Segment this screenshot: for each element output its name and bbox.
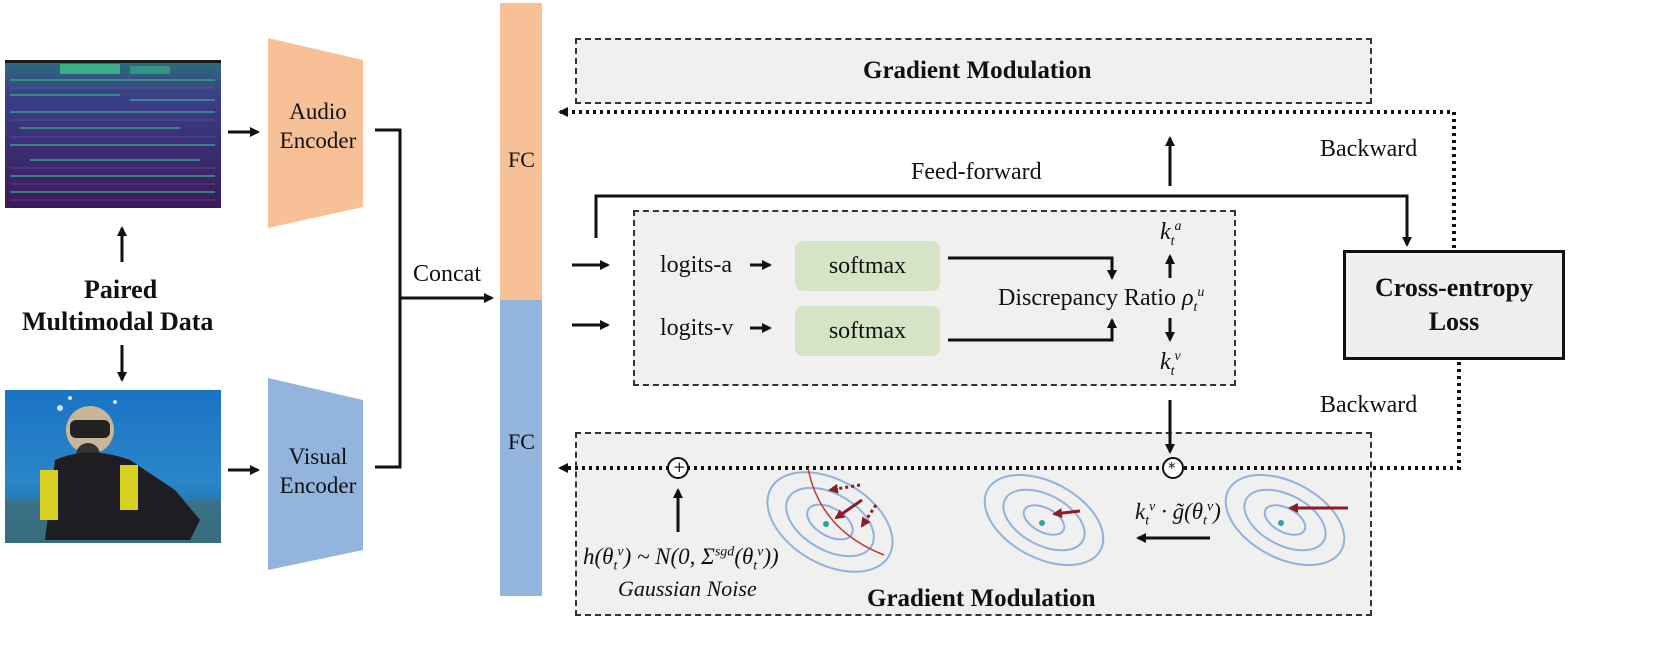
discrepancy-ratio-text: Discrepancy Ratio <box>998 285 1176 311</box>
softmax-visual-box: softmax <box>795 306 940 356</box>
rho-symbol: ρtu <box>1181 285 1205 315</box>
fc-visual-label: FC <box>508 429 535 454</box>
spectrogram-image <box>5 60 221 208</box>
discrepancy-ratio-label: Discrepancy Ratio ρtu <box>998 286 1204 315</box>
audio-encoder-shape <box>268 38 363 228</box>
visual-encoder-line2: Encoder <box>279 472 357 498</box>
contour-plot-original <box>1224 473 1346 567</box>
audio-encoder-line1: Audio <box>289 99 347 124</box>
plus-circle <box>667 457 689 479</box>
fc-visual-block <box>500 300 542 596</box>
multiply-symbol: * <box>1168 459 1176 477</box>
k-audio-symbol: kta <box>1160 219 1182 249</box>
paired-data-title-line2: Multimodal Data <box>22 307 214 336</box>
logits-a-label: logits-a <box>660 252 732 278</box>
noise-formula: h(θtv) ~ N(0, Σsgd(θtv)) <box>583 544 779 574</box>
loss-line1: Cross-entropy <box>1375 273 1533 303</box>
feed-forward-label: Feed-forward <box>911 159 1042 185</box>
concat-label: Concat <box>413 261 481 287</box>
fc-audio-label: FC <box>508 147 535 172</box>
multiply-circle <box>1162 457 1184 479</box>
fc-audio-block <box>500 3 542 300</box>
plus-symbol: + <box>673 458 686 476</box>
logits-v-label: logits-v <box>660 315 734 341</box>
modulated-gradient-formula: ktv · g̃(θtv) <box>1135 499 1221 529</box>
gradient-modulation-bottom-title: Gradient Modulation <box>867 585 1096 612</box>
audio-encoder-label: Audio Encoder <box>268 98 368 156</box>
discrepancy-panel <box>633 210 1236 386</box>
visual-encoder-shape <box>268 378 363 570</box>
gaussian-noise-label: Gaussian Noise <box>618 576 757 601</box>
audio-encoder-line2: Encoder <box>279 127 357 153</box>
k-visual-symbol: ktv <box>1160 349 1181 379</box>
visual-encoder-label: Visual Encoder <box>268 443 368 501</box>
contour-plot-scaled <box>983 473 1105 567</box>
visual-encoder-line1: Visual <box>288 444 348 469</box>
gradient-modulation-top-title: Gradient Modulation <box>863 57 1092 84</box>
cross-entropy-loss-box: Cross-entropy Loss <box>1343 250 1565 360</box>
backward-bottom-label: Backward <box>1320 392 1418 418</box>
gradient-modulation-top-panel <box>575 38 1372 104</box>
loss-line2: Loss <box>1428 307 1480 336</box>
gradient-modulation-bottom-panel <box>575 432 1372 616</box>
paired-data-title-line1: Paired <box>84 275 158 304</box>
diver-photo <box>5 390 221 543</box>
backward-top-label: Backward <box>1320 136 1418 162</box>
softmax-audio-box: softmax <box>795 241 940 291</box>
